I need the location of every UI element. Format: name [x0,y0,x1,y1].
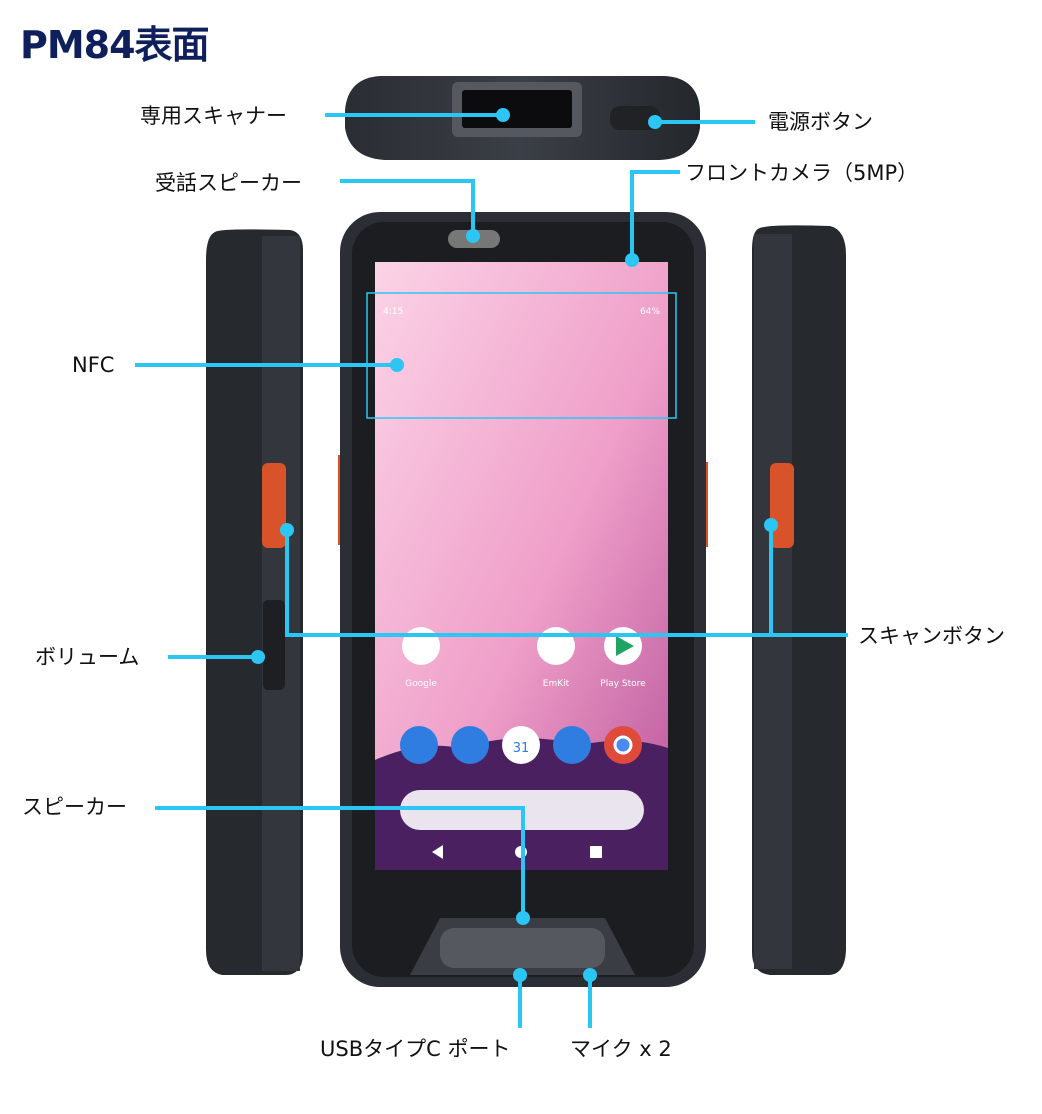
label-scanner: 専用スキャナー [140,104,287,128]
label-power-button: 電源ボタン [768,110,873,134]
phone-app-icon[interactable] [400,726,438,764]
top-view-device [345,76,700,160]
calendar-app-icon[interactable] [502,726,540,764]
left-side-device [206,229,303,976]
label-usb-port: USBタイプC ポート [320,1037,510,1061]
page-title: PM84表面 [20,23,210,67]
power-button [610,106,660,130]
label-volume: ボリューム [35,645,139,669]
left-scan-button [262,463,286,548]
messages-app-icon[interactable] [451,726,489,764]
label-nfc: NFC [72,353,114,377]
app-label: EmKit [543,679,570,689]
nfc-area [366,292,677,419]
volume-keys [263,600,285,690]
app-icon-google[interactable] [402,627,440,665]
label-scan-button: スキャンボタン [858,624,1005,648]
recents-icon[interactable] [590,846,602,858]
speaker-grille [440,928,605,968]
right-side-device [752,225,846,976]
front-device: 4:15 64% Google EmKit Play Store 31 [338,212,708,987]
label-receiver: 受話スピーカー [155,171,302,195]
app-label: Play Store [600,679,646,689]
callout-lines [135,108,848,1028]
status-time: 4:15 [383,307,403,317]
contacts-app-icon[interactable] [553,726,591,764]
status-battery: 64% [640,307,660,317]
app-label: Google [405,679,437,689]
app-icon-emkit[interactable] [537,627,575,665]
label-microphone: マイク x 2 [570,1037,672,1061]
right-scan-button [770,463,794,548]
calendar-day: 31 [513,741,530,756]
back-icon[interactable] [432,845,443,859]
label-front-camera: フロントカメラ（5MP） [685,161,918,185]
label-speaker: スピーカー [22,795,127,819]
